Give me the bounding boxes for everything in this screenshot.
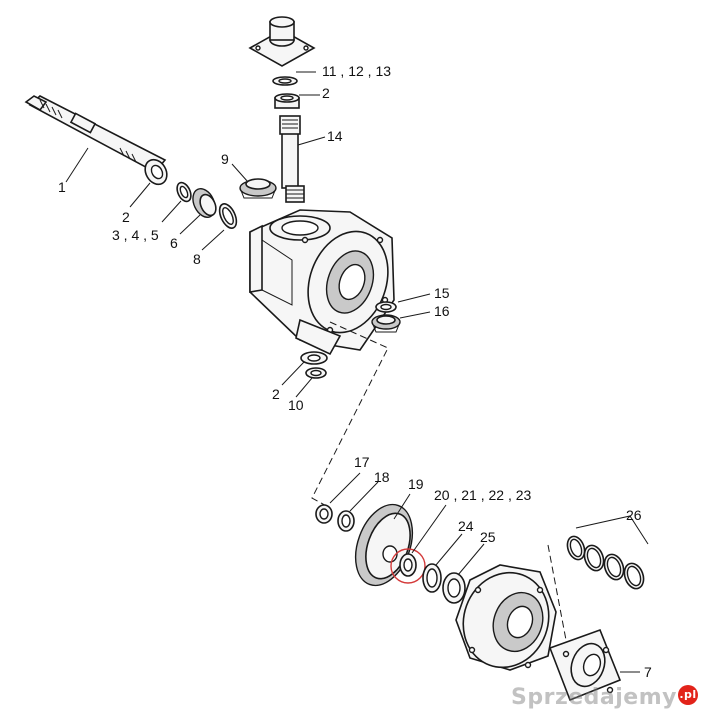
callout-3-4-5: 3 , 4 , 5 (112, 227, 159, 243)
callout-7: 7 (644, 664, 652, 680)
callout-14: 14 (327, 128, 343, 144)
seal-part-24 (422, 563, 442, 593)
callout-2-bottom: 2 (272, 386, 280, 402)
callout-9: 9 (221, 151, 229, 167)
callout-10: 10 (288, 397, 304, 413)
output-flange (548, 628, 622, 702)
vertical-shaft-part-14 (279, 115, 305, 203)
leader-lines (65, 71, 640, 673)
output-housing (455, 564, 557, 671)
gearbox-housing (249, 209, 395, 356)
bearing-part-17 (315, 504, 333, 524)
callout-8: 8 (193, 251, 201, 267)
callout-26: 26 (626, 507, 642, 523)
snap-ring-part-8 (218, 203, 238, 229)
callout-16: 16 (434, 303, 450, 319)
dashed-reference-line (311, 321, 389, 509)
watermark-logo: Sprzedajemy.pl (511, 685, 698, 710)
ring-gear-part-19 (354, 503, 414, 587)
bearing-cone-part-16 (371, 314, 401, 333)
callout-labels: 1 2 3 , 4 , 5 6 8 9 11 , 12 , 13 2 14 15… (58, 63, 652, 680)
pinion-gear-part-6 (192, 188, 217, 218)
callout-24: 24 (458, 518, 474, 534)
bearing-part-2-bottom (300, 351, 328, 365)
ring-part-3-4-5 (176, 181, 192, 203)
dashed-reference-line-26 (547, 544, 567, 641)
top-flange-cap (248, 16, 316, 67)
callout-17: 17 (354, 454, 370, 470)
shim-part-20-23 (390, 548, 426, 584)
seal-part-10 (305, 367, 327, 379)
callout-15: 15 (434, 285, 450, 301)
ring-part-18 (337, 510, 355, 532)
callout-11-12-13: 11 , 12 , 13 (322, 63, 391, 79)
callout-2-top: 2 (322, 85, 330, 101)
callout-20-21-22-23: 20 , 21 , 22 , 23 (434, 487, 532, 503)
o-ring-set-part-26 (566, 515, 649, 590)
callout-18: 18 (374, 469, 390, 485)
bearing-cup-part-15 (375, 301, 397, 313)
callout-2-shaft: 2 (122, 209, 130, 225)
watermark-text: Sprzedajemy (511, 685, 677, 710)
bearing-part-2-top (274, 93, 300, 109)
shim-part-11-12-13 (272, 76, 298, 86)
shaft-part-1 (24, 95, 168, 186)
callout-1: 1 (58, 179, 66, 195)
callout-6: 6 (170, 235, 178, 251)
callout-25: 25 (480, 529, 496, 545)
bevel-gear-part-9 (239, 178, 277, 199)
callout-19: 19 (408, 476, 424, 492)
bearing-part-25 (442, 572, 466, 604)
watermark-badge: .pl (678, 685, 698, 705)
